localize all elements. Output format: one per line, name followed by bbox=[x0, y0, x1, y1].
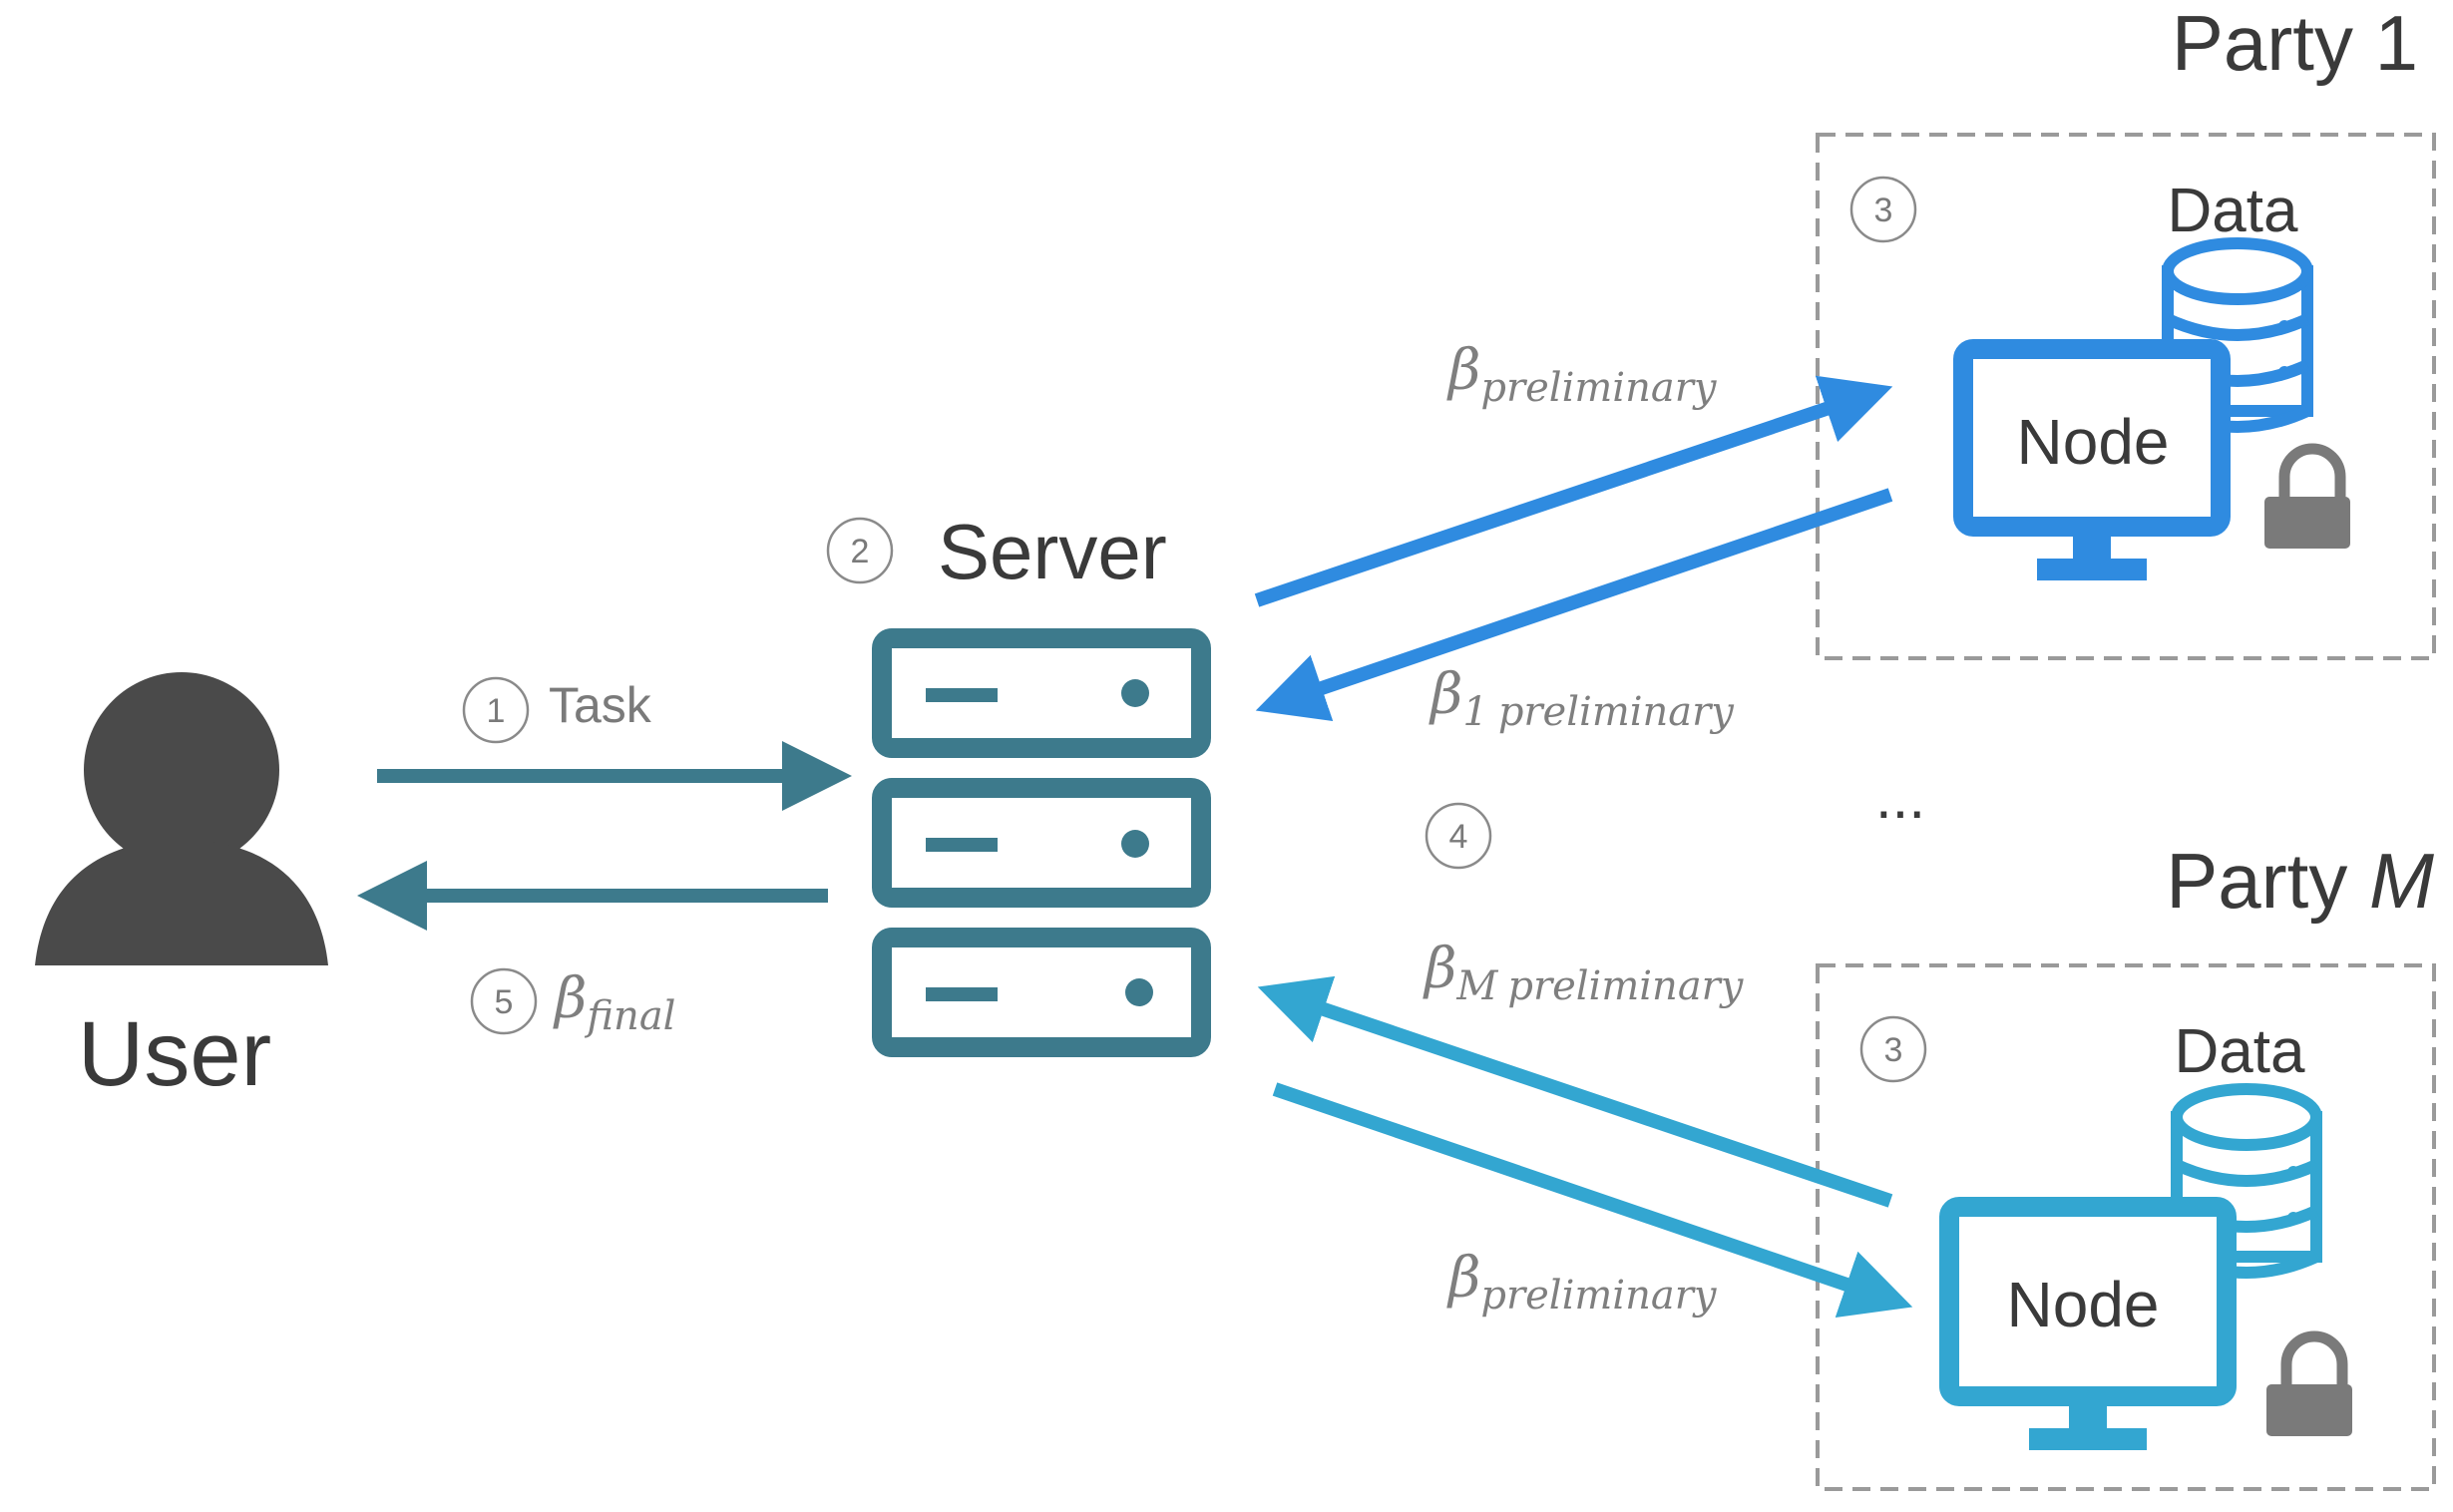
final-step-marker: 5 bbox=[470, 967, 538, 1035]
svg-text:1: 1 bbox=[487, 692, 506, 730]
server-icon bbox=[872, 628, 1211, 1057]
svg-text:2: 2 bbox=[851, 533, 870, 570]
party-1-step-marker: 3 bbox=[1849, 176, 1917, 243]
party-m-beta-preliminary-label: βpreliminary bbox=[1446, 1246, 1718, 1319]
server-label: Server bbox=[938, 508, 1167, 595]
svg-text:4: 4 bbox=[1449, 818, 1468, 856]
party-m-step-marker: 3 bbox=[1859, 1015, 1927, 1083]
task-step-marker: 1 bbox=[462, 676, 530, 744]
task-label: Task bbox=[549, 677, 652, 733]
ellipsis: ... bbox=[1875, 764, 1925, 831]
server-step-marker: 2 bbox=[826, 517, 894, 584]
party-m-box bbox=[1816, 963, 2436, 1491]
lock-icon bbox=[2266, 1330, 2352, 1436]
party-m-send-arrow bbox=[1272, 1082, 1913, 1319]
monitor-icon bbox=[1939, 1197, 2237, 1450]
monitor-icon bbox=[1953, 339, 2231, 580]
party-m-title: Party M bbox=[2166, 837, 2434, 925]
svg-text:5: 5 bbox=[495, 983, 514, 1021]
svg-text:3: 3 bbox=[1874, 191, 1893, 229]
party-1-data-label: Data bbox=[2168, 177, 2298, 245]
user-icon bbox=[35, 672, 328, 965]
user-label: User bbox=[78, 1003, 271, 1105]
party-m-data-label: Data bbox=[2175, 1017, 2305, 1086]
party-1-send-arrow bbox=[1254, 375, 1893, 607]
party-1-title: Party 1 bbox=[2172, 0, 2418, 87]
party-1-beta-preliminary-label: βpreliminary bbox=[1446, 338, 1718, 411]
party-1-return-arrow bbox=[1255, 488, 1893, 722]
party-m-node-label: Node bbox=[2007, 1269, 2160, 1340]
party-m-return-arrow bbox=[1257, 975, 1893, 1208]
beta-final-label: βfinal bbox=[553, 966, 675, 1039]
communication-step-marker: 4 bbox=[1425, 802, 1492, 870]
svg-text:3: 3 bbox=[1884, 1031, 1903, 1069]
lock-icon bbox=[2264, 443, 2350, 549]
party-1-node-label: Node bbox=[2017, 406, 2170, 478]
